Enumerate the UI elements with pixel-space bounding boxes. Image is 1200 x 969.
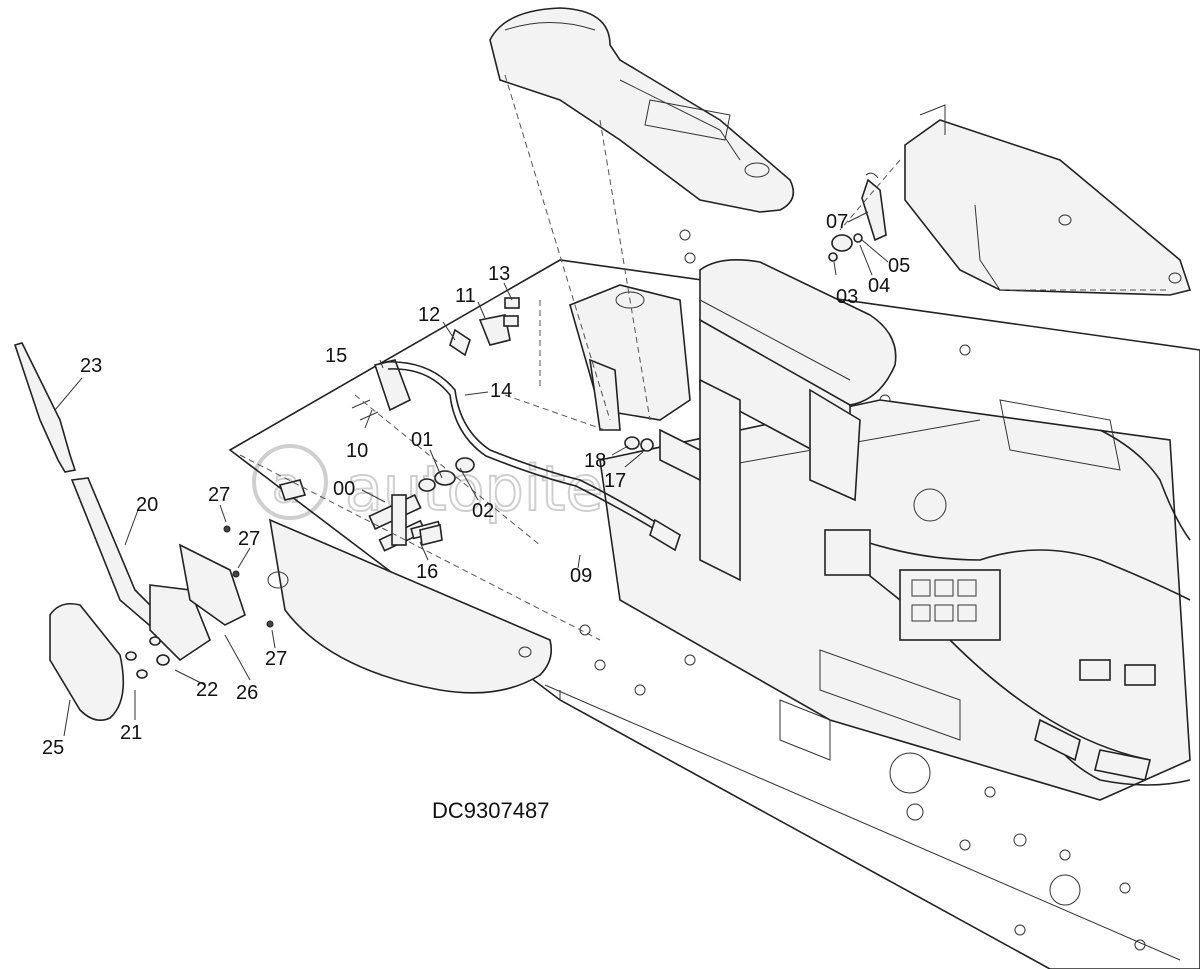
- callout-20: 20: [136, 494, 158, 516]
- callout-14: 14: [490, 380, 512, 402]
- side-cover: [904, 104, 1192, 296]
- callout-13: 13: [488, 263, 510, 285]
- callout-01: 01: [411, 429, 433, 451]
- small-hardware: [125, 172, 887, 679]
- callout-26: 26: [236, 682, 258, 704]
- callout-labels: 07 05 04 03 13 11 12 15 14 10 01 00 02 1…: [42, 211, 910, 759]
- left-cover: [267, 518, 553, 694]
- callout-02: 02: [472, 500, 494, 522]
- drawing-code: DC9307487: [432, 798, 549, 823]
- callout-09: 09: [570, 565, 592, 587]
- callout-27-bottom: 27: [265, 648, 287, 670]
- armrest: [699, 259, 897, 502]
- callout-27-top: 27: [208, 484, 230, 506]
- callout-18: 18: [584, 450, 606, 472]
- cable: [384, 361, 681, 552]
- callout-16: 16: [416, 561, 438, 583]
- callout-15: 15: [325, 345, 347, 367]
- callout-11: 11: [455, 285, 476, 307]
- callout-21: 21: [120, 722, 142, 744]
- callout-05: 05: [888, 255, 910, 277]
- callout-04: 04: [868, 275, 890, 297]
- control-lever: [13, 342, 246, 721]
- wire-harness: [824, 429, 1191, 786]
- callout-27-middle: 27: [238, 528, 260, 550]
- leader-lines: [54, 74, 1170, 737]
- callout-12: 12: [418, 304, 440, 326]
- callout-22: 22: [196, 679, 218, 701]
- callout-00: 00: [333, 478, 355, 500]
- callout-23: 23: [80, 355, 102, 377]
- callout-10: 10: [346, 440, 368, 462]
- callout-25: 25: [42, 737, 64, 759]
- callout-07: 07: [826, 211, 848, 233]
- floor-plate: [228, 229, 1200, 969]
- callout-17: 17: [604, 470, 626, 492]
- callout-03: 03: [836, 286, 858, 308]
- upper-console-cover: [489, 7, 795, 213]
